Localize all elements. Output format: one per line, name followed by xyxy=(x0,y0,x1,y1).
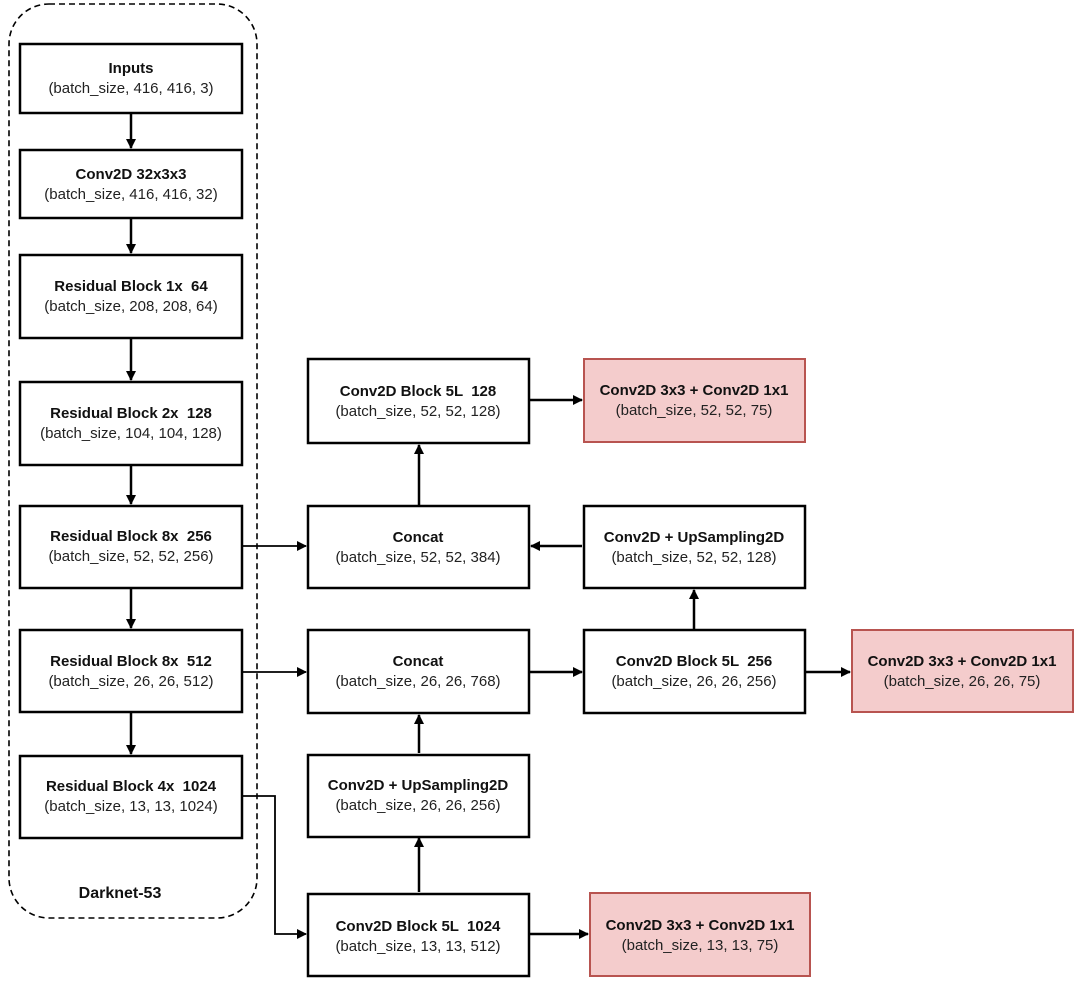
node-shape: (batch_size, 52, 52, 384) xyxy=(335,549,500,566)
node-shape: (batch_size, 13, 13, 75) xyxy=(622,937,779,954)
node-title: Concat xyxy=(393,529,444,546)
darknet-53-group xyxy=(8,3,258,919)
node-shape: (batch_size, 416, 416, 32) xyxy=(44,186,217,203)
node-shape: (batch_size, 26, 26, 256) xyxy=(335,797,500,814)
node-res1: Residual Block 1x 64 (batch_size, 208, 2… xyxy=(18,253,244,340)
node-shape: (batch_size, 26, 26, 75) xyxy=(884,673,1041,690)
node-title: Conv2D 3x3 + Conv2D 1x1 xyxy=(606,917,795,934)
node-title: Conv2D 3x3 + Conv2D 1x1 xyxy=(600,382,789,399)
node-upsampling-256: Conv2D + UpSampling2D (batch_size, 26, 2… xyxy=(306,753,531,839)
node-title: Residual Block 1x 64 xyxy=(54,278,208,295)
node-title: Residual Block 2x 128 xyxy=(50,405,212,422)
node-title: Conv2D Block 5L 256 xyxy=(616,653,772,670)
node-title: Concat xyxy=(393,653,444,670)
node-shape: (batch_size, 52, 52, 128) xyxy=(335,403,500,420)
node-shape: (batch_size, 26, 26, 768) xyxy=(335,673,500,690)
node-title: Residual Block 8x 512 xyxy=(50,653,212,670)
node-concat-26: Concat (batch_size, 26, 26, 768) xyxy=(306,628,531,715)
node-shape: (batch_size, 52, 52, 75) xyxy=(616,402,773,419)
node-output-52: Conv2D 3x3 + Conv2D 1x1 (batch_size, 52,… xyxy=(583,358,806,443)
node-conv2d-block-128: Conv2D Block 5L 128 (batch_size, 52, 52,… xyxy=(306,357,531,445)
edges xyxy=(126,113,851,939)
darknet-53-label: Darknet-53 xyxy=(79,885,162,902)
node-shape: (batch_size, 416, 416, 3) xyxy=(48,80,213,97)
node-shape: (batch_size, 13, 13, 512) xyxy=(335,938,500,955)
node-conv2d-block-1024: Conv2D Block 5L 1024 (batch_size, 13, 13… xyxy=(306,892,531,978)
node-res2: Residual Block 2x 128 (batch_size, 104, … xyxy=(18,380,244,467)
edge-res4-cb1024 xyxy=(243,795,307,939)
node-upsampling-128: Conv2D + UpSampling2D (batch_size, 52, 5… xyxy=(582,504,807,590)
node-conv2d-block-256: Conv2D Block 5L 256 (batch_size, 26, 26,… xyxy=(582,628,807,715)
node-conv0: Conv2D 32x3x3 (batch_size, 416, 416, 32) xyxy=(18,148,244,220)
node-output-26: Conv2D 3x3 + Conv2D 1x1 (batch_size, 26,… xyxy=(851,629,1074,713)
node-title: Conv2D + UpSampling2D xyxy=(328,777,509,794)
node-shape: (batch_size, 52, 52, 128) xyxy=(611,549,776,566)
node-concat-52: Concat (batch_size, 52, 52, 384) xyxy=(306,504,531,590)
node-title: Residual Block 4x 1024 xyxy=(46,778,217,795)
node-title: Conv2D 3x3 + Conv2D 1x1 xyxy=(868,653,1057,670)
node-shape: (batch_size, 13, 13, 1024) xyxy=(44,798,217,815)
node-title: Residual Block 8x 256 xyxy=(50,528,212,545)
node-inputs: Inputs (batch_size, 416, 416, 3) xyxy=(18,42,244,115)
node-shape: (batch_size, 26, 26, 256) xyxy=(611,673,776,690)
node-shape: (batch_size, 26, 26, 512) xyxy=(48,673,213,690)
node-res4: Residual Block 4x 1024 (batch_size, 13, … xyxy=(18,754,244,840)
node-shape: (batch_size, 208, 208, 64) xyxy=(44,298,217,315)
node-res8b: Residual Block 8x 512 (batch_size, 26, 2… xyxy=(18,628,244,714)
node-title: Conv2D Block 5L 128 xyxy=(340,383,496,400)
node-title: Conv2D + UpSampling2D xyxy=(604,529,785,546)
node-title: Inputs xyxy=(109,60,154,77)
node-res8a: Residual Block 8x 256 (batch_size, 52, 5… xyxy=(18,504,244,590)
node-output-13: Conv2D 3x3 + Conv2D 1x1 (batch_size, 13,… xyxy=(589,892,811,977)
node-title: Conv2D Block 5L 1024 xyxy=(336,918,501,935)
node-shape: (batch_size, 104, 104, 128) xyxy=(40,425,222,442)
node-title: Conv2D 32x3x3 xyxy=(76,166,187,183)
node-shape: (batch_size, 52, 52, 256) xyxy=(48,548,213,565)
